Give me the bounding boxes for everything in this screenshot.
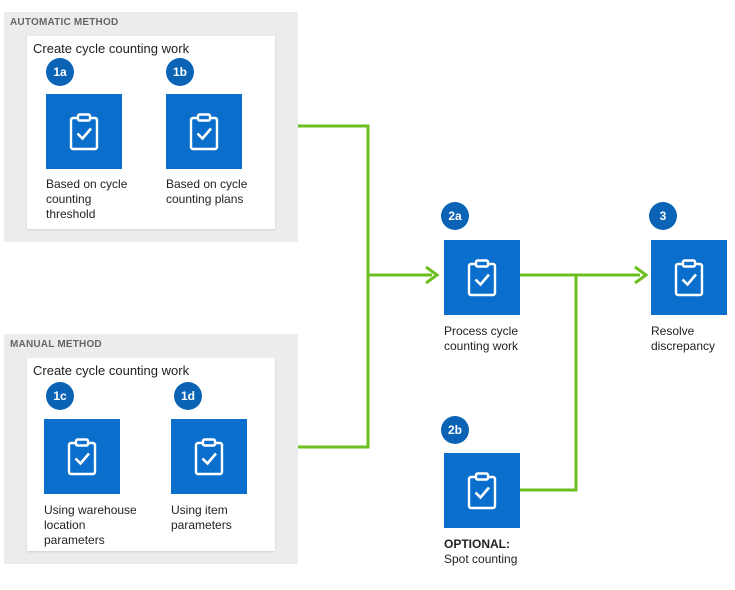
step-3-caption: Resolve discrepancy	[651, 324, 716, 353]
step-2a-badge: 2a	[441, 202, 469, 230]
connector-manual	[298, 275, 370, 449]
clipboard-check-icon	[69, 112, 99, 150]
step-3-tile[interactable]	[651, 240, 727, 315]
connector-optional	[519, 275, 578, 492]
step-1b-tile[interactable]	[166, 94, 242, 169]
step-1d-caption: Using item parameters	[171, 503, 232, 532]
step-1b-badge: 1b	[166, 58, 194, 86]
step-1a-tile[interactable]	[46, 94, 122, 169]
arrowhead-resolve	[634, 265, 649, 285]
clipboard-check-icon	[67, 437, 97, 475]
connector-automatic	[298, 124, 370, 275]
clipboard-check-icon	[467, 471, 497, 509]
step-2a-tile[interactable]	[444, 240, 520, 315]
step-1c-caption: Using warehouse location parameters	[44, 503, 137, 547]
step-1c-tile[interactable]	[44, 419, 120, 494]
clipboard-check-icon	[467, 258, 497, 296]
manual-panel-title: Create cycle counting work	[33, 363, 190, 378]
manual-method-title: MANUAL METHOD	[10, 339, 102, 350]
step-2b-badge: 2b	[441, 416, 469, 444]
automatic-method-group: AUTOMATIC METHOD Create cycle counting w…	[4, 12, 298, 242]
clipboard-check-icon	[189, 112, 219, 150]
step-1d-tile[interactable]	[171, 419, 247, 494]
optional-label: OPTIONAL:	[444, 537, 510, 551]
automatic-method-title: AUTOMATIC METHOD	[10, 17, 119, 28]
step-1b-caption: Based on cycle counting plans	[166, 177, 248, 206]
step-1a-badge: 1a	[46, 58, 74, 86]
step-1c-badge: 1c	[46, 382, 74, 410]
step-2b-tile[interactable]	[444, 453, 520, 528]
step-1a-caption: Based on cycle counting threshold	[46, 177, 128, 221]
step-1d-badge: 1d	[174, 382, 202, 410]
step-3-badge: 3	[649, 202, 677, 230]
automatic-panel-title: Create cycle counting work	[33, 41, 190, 56]
step-2b-caption: OPTIONAL: Spot counting	[444, 537, 518, 566]
arrowhead-process	[425, 265, 440, 285]
step-2a-caption: Process cycle counting work	[444, 324, 519, 353]
clipboard-check-icon	[194, 437, 224, 475]
clipboard-check-icon	[674, 258, 704, 296]
